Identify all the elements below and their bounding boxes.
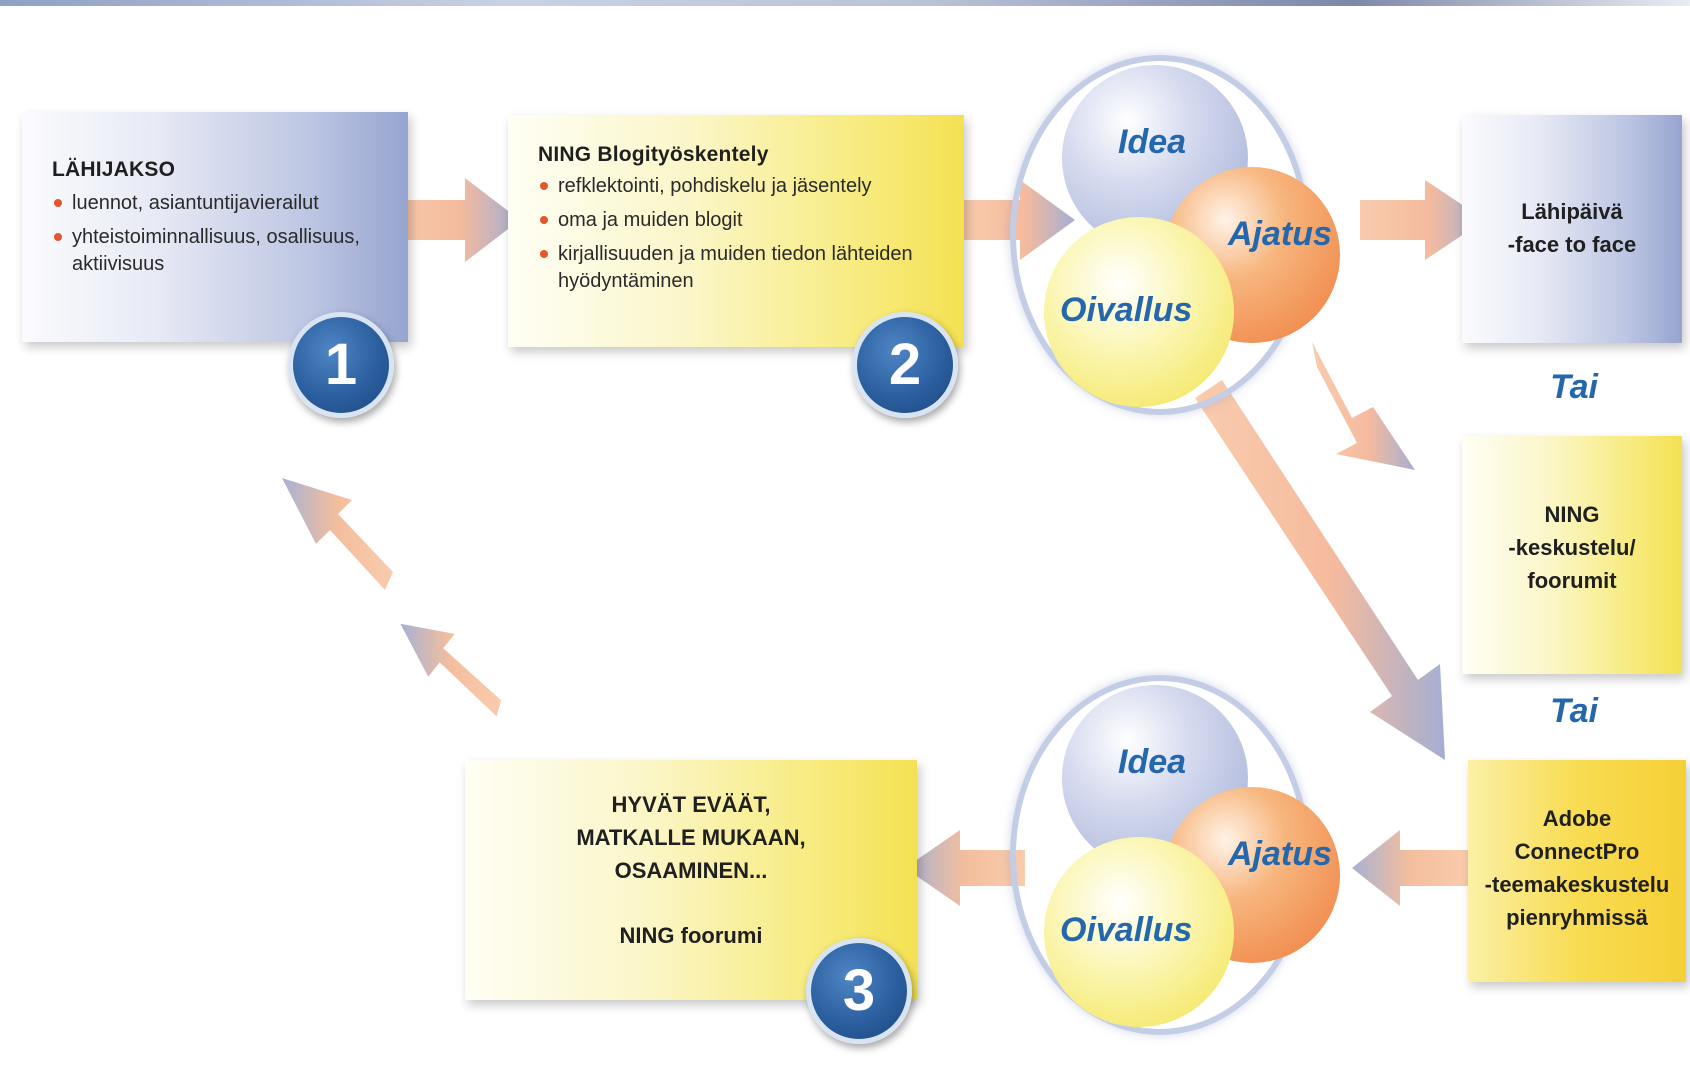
step1-number-badge: 1 xyxy=(288,312,394,418)
arrow-venn2-to-step3 xyxy=(905,830,1025,906)
arrow-venn-to-adobe xyxy=(1195,380,1445,760)
list-item: refklektointi, pohdiskelu ja jäsentely xyxy=(538,173,950,200)
adobe-line4: pienryhmissä xyxy=(1506,905,1648,930)
ajatus-label: Ajatus xyxy=(1228,215,1332,253)
list-item: yhteistoiminnallisuus, osallisuus, aktii… xyxy=(52,224,390,278)
adobe-line3: -teemakeskustelu xyxy=(1484,872,1670,897)
list-item: kirjallisuuden ja muiden tiedon lähteide… xyxy=(538,241,950,295)
arrow-return-upper xyxy=(282,478,393,590)
face-to-face-line1: Lähipäivä xyxy=(1521,199,1623,224)
arrow-venn-to-ning xyxy=(1312,342,1415,470)
idea-label: Idea xyxy=(1118,743,1187,781)
bullet-icon xyxy=(540,250,548,258)
bullet-icon xyxy=(540,182,548,190)
bullet-icon xyxy=(540,216,548,224)
step2-title: NING Blogityöskentely xyxy=(538,143,769,166)
list-item: luennot, asiantuntijavierailut xyxy=(52,190,390,217)
venn-diagram-bottom: Idea Ajatus Oivallus xyxy=(990,665,1340,1045)
adobe-line2: ConnectPro xyxy=(1514,839,1640,864)
ning-forum-line3: foorumit xyxy=(1527,568,1617,593)
oivallus-label: Oivallus xyxy=(1060,291,1193,329)
oivallus-circle xyxy=(1044,217,1234,407)
step3-forum: NING foorumi xyxy=(619,923,763,948)
venn-diagram-top: Idea Ajatus Oivallus xyxy=(990,45,1340,425)
or-label-2: Tai xyxy=(1550,692,1598,730)
step3-number-badge: 3 xyxy=(806,938,912,1044)
step3-line3: OSAAMINEN... xyxy=(614,858,768,883)
step2-list: refklektointi, pohdiskelu ja jäsentely o… xyxy=(538,173,950,295)
step2-box: NING Blogityöskentely refklektointi, poh… xyxy=(508,115,964,347)
step3-line1: HYVÄT EVÄÄT, xyxy=(611,792,771,817)
ajatus-label: Ajatus xyxy=(1228,835,1332,873)
bullet-icon xyxy=(54,199,62,207)
step2-number-badge: 2 xyxy=(852,312,958,418)
step1-list: luennot, asiantuntijavierailut yhteistoi… xyxy=(52,190,390,278)
step3-line2: MATKALLE MUKAAN, xyxy=(576,825,806,850)
oivallus-label: Oivallus xyxy=(1060,911,1193,949)
top-banner-strip xyxy=(0,0,1690,6)
or-label-1: Tai xyxy=(1550,368,1598,406)
ning-forum-box: NING -keskustelu/ foorumit xyxy=(1462,436,1682,674)
arrow-venn-to-face-to-face xyxy=(1360,180,1485,260)
oivallus-circle xyxy=(1044,837,1234,1027)
bullet-icon xyxy=(54,233,62,241)
ning-forum-line2: -keskustelu/ xyxy=(1508,535,1636,560)
arrow-adobe-to-venn2 xyxy=(1352,830,1468,906)
arrow-step1-to-step2 xyxy=(385,178,520,262)
idea-label: Idea xyxy=(1118,123,1187,161)
adobe-connect-box: Adobe ConnectPro -teemakeskustelu pienry… xyxy=(1468,760,1686,982)
step1-title: LÄHIJAKSO xyxy=(52,158,176,181)
arrow-return-lower xyxy=(400,623,502,717)
list-item: oma ja muiden blogit xyxy=(538,207,950,234)
face-to-face-box: Lähipäivä -face to face xyxy=(1462,115,1682,343)
face-to-face-line2: -face to face xyxy=(1507,232,1637,257)
adobe-line1: Adobe xyxy=(1542,806,1612,831)
step1-box: LÄHIJAKSO luennot, asiantuntijavierailut… xyxy=(22,112,408,342)
ning-forum-line1: NING xyxy=(1544,502,1600,527)
